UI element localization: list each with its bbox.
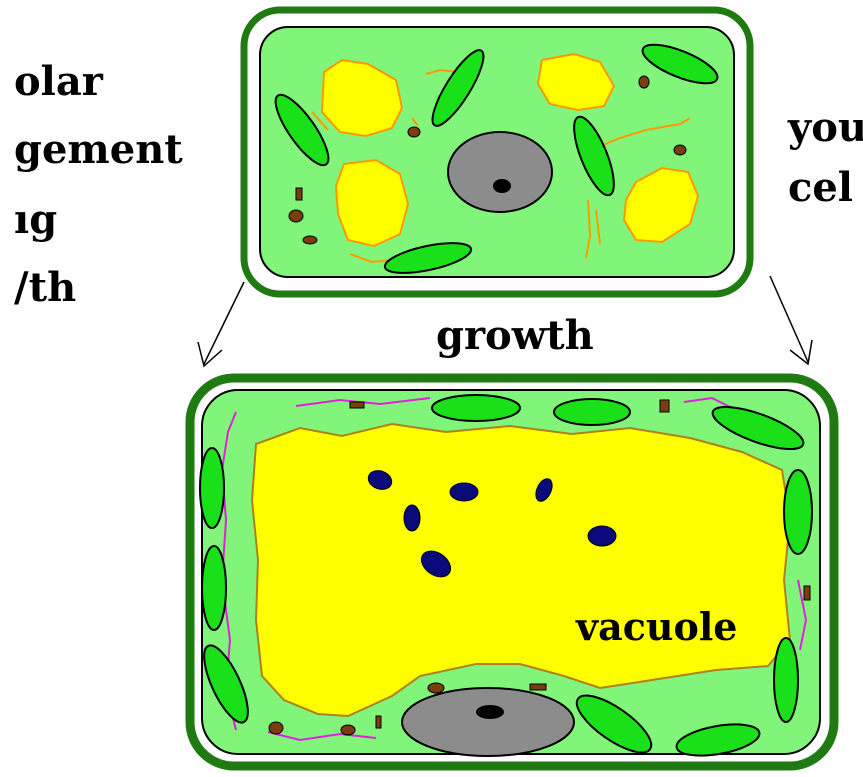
left-label-line-2: gement (14, 130, 183, 170)
mature-blue-4 (404, 505, 420, 531)
young-mito-2 (408, 127, 420, 137)
mature-nucleolus (476, 705, 504, 719)
right-label-line-1: you (788, 108, 863, 148)
young-vacuole-3 (336, 160, 408, 246)
left-label-line-3: ıg (14, 200, 57, 240)
mature-cell (190, 378, 834, 766)
mature-chloroplast-7 (784, 470, 812, 554)
mature-mito-3 (804, 586, 810, 600)
left-label-line-4: /th (14, 268, 76, 308)
mature-mito-7 (341, 725, 355, 735)
mature-mito-5 (530, 684, 546, 690)
arrow-right-head (790, 340, 812, 364)
young-mito-5 (289, 210, 303, 222)
mature-chloroplast-2 (554, 399, 630, 425)
young-mito-6 (303, 236, 317, 244)
vacuole-label: vacuole (576, 608, 737, 646)
young-mito-3 (674, 145, 686, 155)
young-nucleus (448, 132, 552, 212)
young-mito-4 (296, 188, 302, 200)
mature-mito-6 (269, 722, 283, 734)
mature-blue-2 (450, 483, 478, 501)
mature-mito-2 (660, 400, 669, 412)
young-cell (244, 10, 750, 294)
arrow-left-head (198, 342, 222, 366)
mature-chloroplast-5 (202, 546, 226, 630)
mature-mito-4 (428, 683, 444, 693)
left-label-line-1: olar (14, 62, 103, 102)
mature-chloroplast-8 (774, 638, 798, 722)
right-label-line-2: cel (788, 168, 853, 208)
mature-nucleus (402, 688, 574, 756)
young-mito-1 (639, 76, 649, 88)
arrow-right-shaft (770, 276, 808, 362)
growth-label: growth (436, 316, 594, 356)
mature-mito-8 (376, 716, 381, 728)
young-nucleolus (493, 179, 511, 193)
arrow-left-shaft (204, 282, 244, 364)
mature-blue-5 (588, 526, 616, 546)
mature-mito-1 (350, 402, 364, 408)
mature-chloroplast-1 (432, 395, 520, 421)
mature-chloroplast-4 (200, 448, 224, 528)
